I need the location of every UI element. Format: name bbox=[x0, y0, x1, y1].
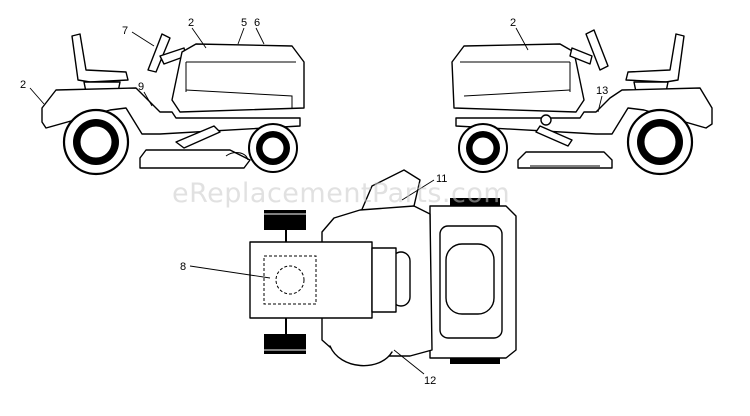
watermark: eReplacementParts.com bbox=[172, 178, 510, 209]
front-tire-bottom bbox=[264, 334, 306, 354]
mower-deck bbox=[517, 151, 613, 169]
callout-9: 9 bbox=[138, 81, 144, 93]
hood bbox=[451, 43, 585, 113]
callout-8: 8 bbox=[180, 261, 186, 273]
callout-5: 5 bbox=[241, 17, 247, 29]
front-tire-top bbox=[264, 210, 306, 230]
callouts: 2 2 5 6 7 9 2 13 8 11 12 bbox=[20, 17, 608, 387]
seat bbox=[625, 33, 685, 83]
tractor-left-side-view bbox=[41, 33, 305, 176]
hood-decal-outline bbox=[263, 255, 317, 305]
mower-deck bbox=[139, 149, 251, 169]
callout-2-left-rear: 2 bbox=[20, 79, 26, 91]
leader-lines bbox=[29, 27, 603, 375]
callout-2-right-hood: 2 bbox=[510, 17, 516, 29]
hood-top bbox=[249, 241, 373, 319]
tractor-top-view bbox=[249, 169, 517, 367]
callout-7: 7 bbox=[122, 25, 128, 37]
callout-12: 12 bbox=[424, 375, 436, 387]
rear-body bbox=[455, 87, 713, 135]
callout-2-left-hood: 2 bbox=[188, 17, 194, 29]
callout-13: 13 bbox=[596, 85, 608, 97]
seat bbox=[71, 33, 129, 83]
callout-6: 6 bbox=[254, 17, 260, 29]
tractor-right-side-view bbox=[451, 29, 713, 176]
steering-wheel bbox=[585, 29, 609, 71]
hood bbox=[171, 43, 305, 113]
steering-wheel bbox=[147, 33, 171, 73]
callout-11: 11 bbox=[436, 173, 447, 185]
